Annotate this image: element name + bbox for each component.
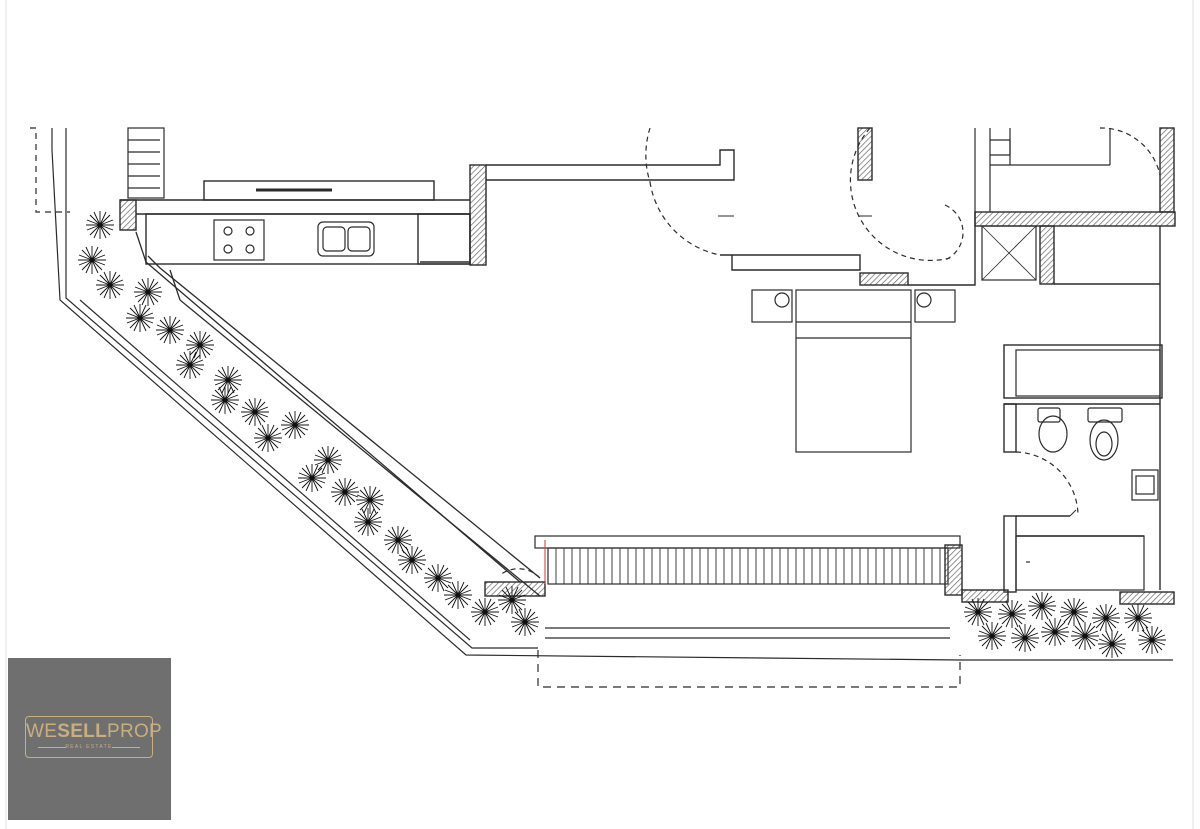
balcony-railing <box>534 535 961 639</box>
brand-name-we: WE <box>26 721 58 742</box>
brand-name: WESELLPROP <box>26 721 162 742</box>
door-swings <box>499 127 1161 579</box>
brand-rule-right <box>112 747 140 748</box>
brand-logo-box: WESELLPROP REAL ESTATE <box>8 658 171 820</box>
brand-name-sell: SELL <box>57 721 107 742</box>
planter-west-plants <box>78 211 539 636</box>
stair-west <box>127 127 165 199</box>
door-marks <box>718 215 1077 517</box>
bathtub <box>1015 535 1145 591</box>
bidet <box>1037 407 1068 453</box>
outer-envelope <box>30 127 1173 688</box>
wardrobe <box>1015 349 1161 397</box>
planter-east-plants <box>964 592 1166 658</box>
kitchen-sink <box>317 221 375 257</box>
walls <box>119 127 1176 605</box>
brand-tagline: REAL ESTATE <box>65 744 113 750</box>
brand-rule-left <box>38 747 66 748</box>
shower-tray <box>981 225 1037 281</box>
bed <box>751 289 956 453</box>
cooktop <box>213 219 265 261</box>
diagonal-walls <box>135 231 541 597</box>
toilet <box>1087 407 1123 461</box>
washbasin <box>1131 469 1159 501</box>
brand-name-prop: PROP <box>106 721 163 742</box>
stair-north <box>974 128 1111 212</box>
brand-logo: WESELLPROP REAL ESTATE <box>25 716 162 758</box>
